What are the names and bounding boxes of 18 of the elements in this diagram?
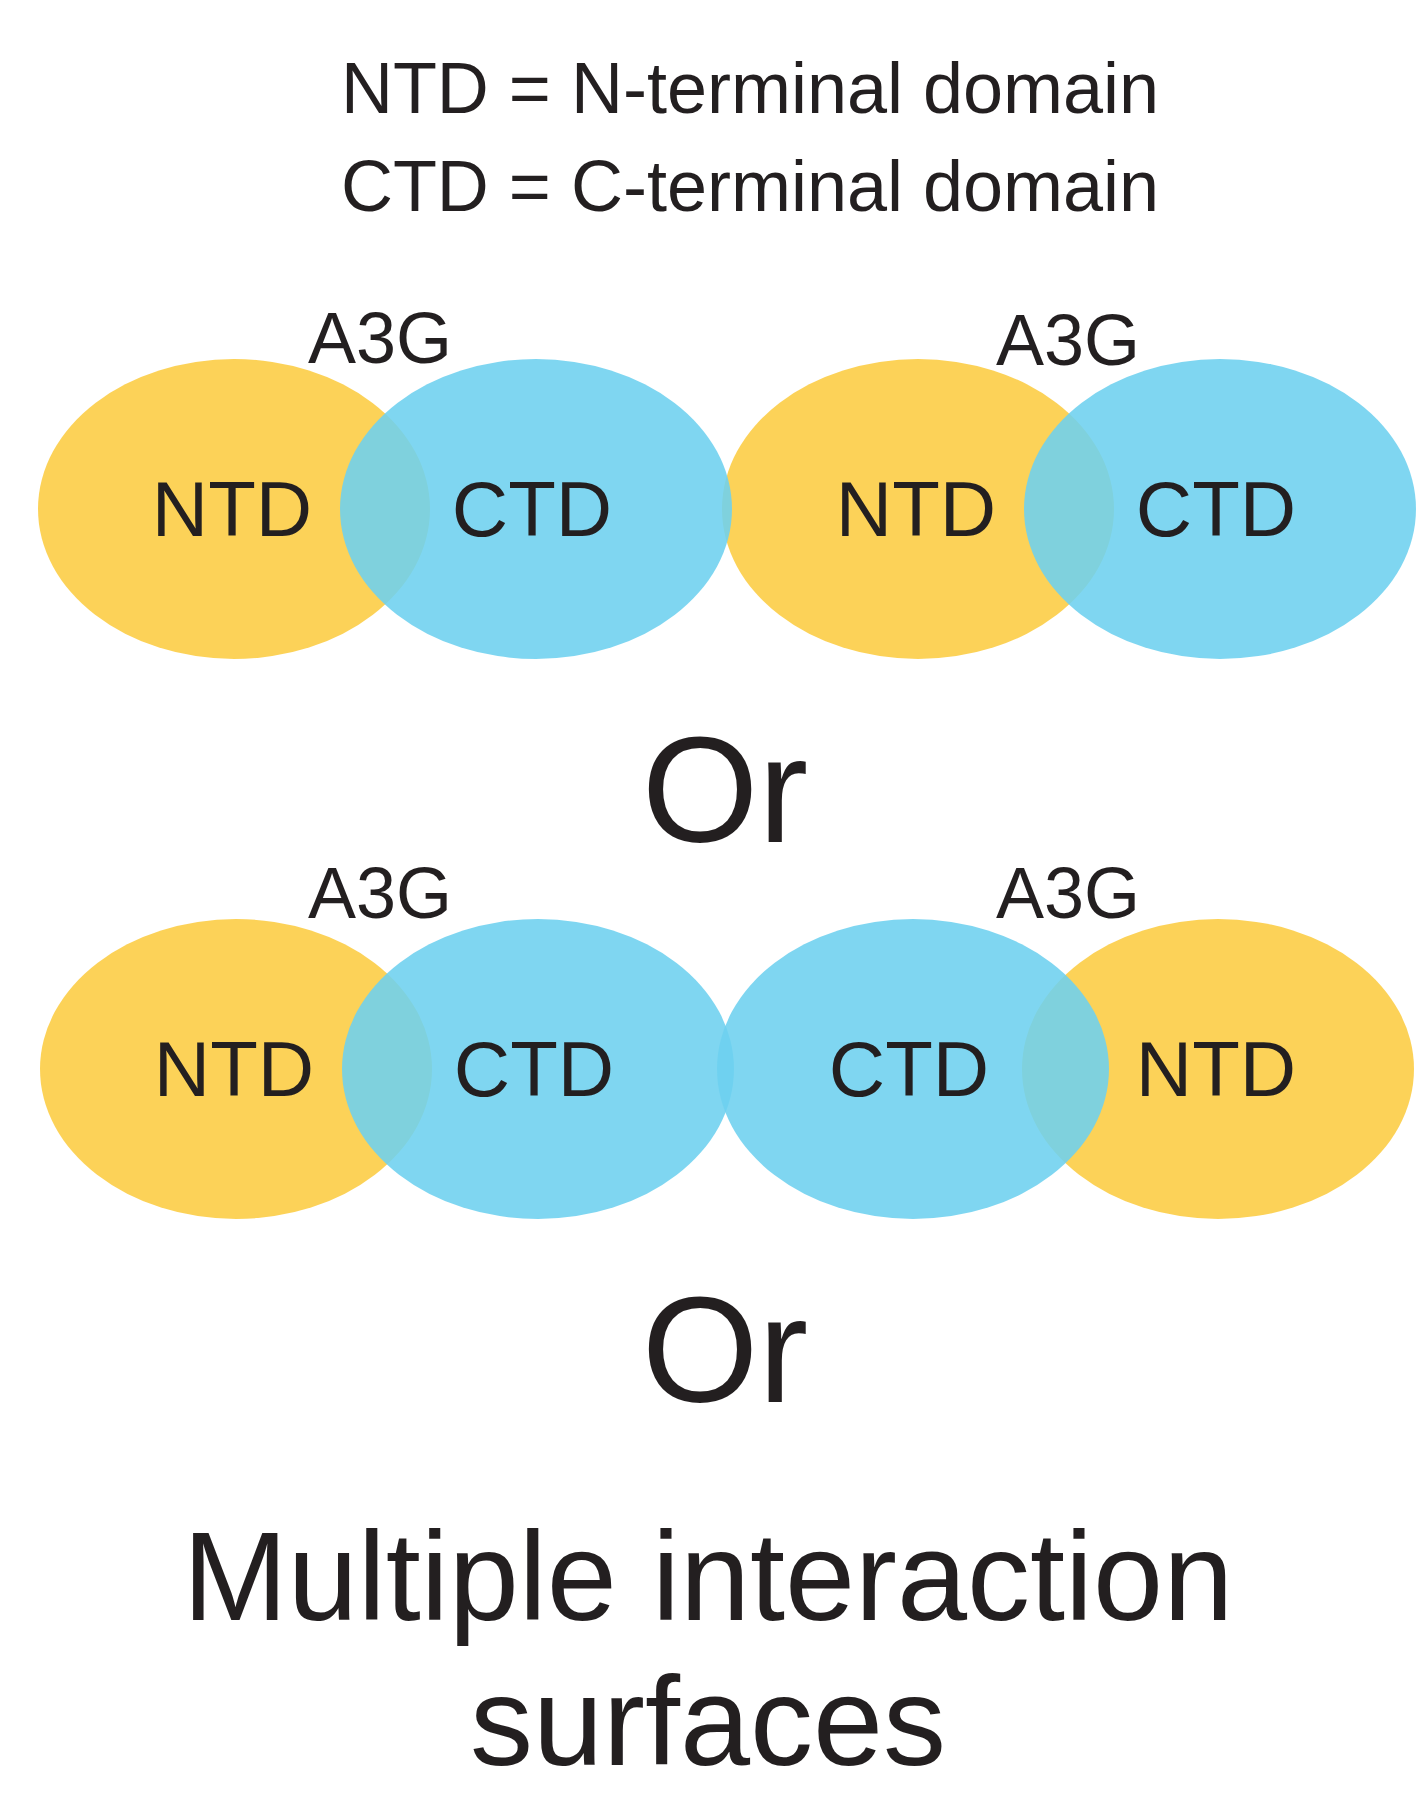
domain-label: CTD [1135, 463, 1297, 555]
or-text: Or [641, 1264, 809, 1436]
domain-label: NTD [835, 463, 997, 555]
domain-label: CTD [451, 463, 613, 555]
domain-label: NTD [151, 463, 313, 555]
protein-label: A3G [307, 852, 453, 934]
domain-label: NTD [153, 1023, 315, 1115]
protein-label: A3G [995, 299, 1141, 381]
or-text: Or [641, 704, 809, 876]
domain-ellipse [717, 919, 1109, 1219]
definition-text: NTD = N-terminal domain [340, 47, 1160, 129]
definition-text: CTD = C-terminal domain [340, 145, 1160, 227]
protein-label: A3G [307, 297, 453, 379]
conclusion-text: Multiple interaction surfaces [181, 1505, 1235, 1794]
protein-label: A3G [995, 852, 1141, 934]
domain-label: CTD [828, 1023, 990, 1115]
domain-label: CTD [453, 1023, 615, 1115]
domain-label: NTD [1135, 1023, 1297, 1115]
